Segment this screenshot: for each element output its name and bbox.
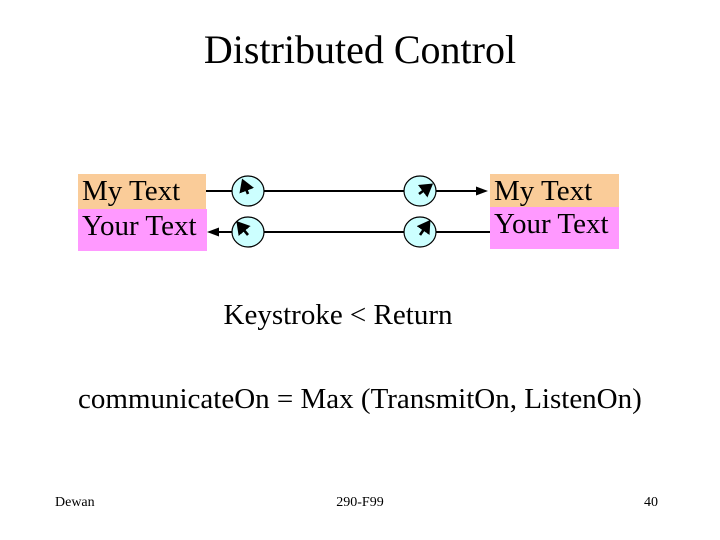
clock-icon [231,175,265,207]
diagram [206,175,490,248]
left-my-text-label: My Text [82,175,181,207]
footer-course: 290-F99 [336,495,384,510]
left-your-text-label: Your Text [82,210,197,242]
left-arrowhead-icon [207,227,219,237]
clock-icon [231,216,265,248]
right-your-text-label: Your Text [494,208,609,240]
right-arrowhead-icon [476,186,488,196]
caption-keystroke: Keystroke < Return [223,299,453,331]
clock-icon [403,175,437,207]
slide-title: Distributed Control [203,27,517,72]
footer-author: Dewan [55,495,95,510]
clock-icon [403,216,437,248]
left-my-text-box: My Text [78,174,206,209]
right-my-text-label: My Text [494,175,593,207]
right-my-text-box: My Text [490,174,619,207]
formula-communicate: communicateOn = Max (TransmitOn, ListenO… [78,383,642,415]
left-your-text-box: Your Text [78,209,207,251]
right-your-text-box: Your Text [490,207,619,249]
footer-page-number: 40 [644,495,658,510]
